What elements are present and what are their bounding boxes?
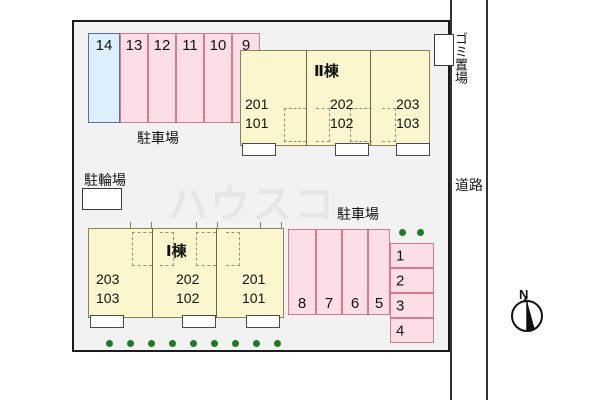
parking-stall-11[interactable]: 11 <box>176 33 204 123</box>
parking-stall-number: 13 <box>125 37 143 54</box>
unit-number-lower: 102 <box>330 114 354 131</box>
tree-dot <box>253 340 260 347</box>
road-strip <box>450 0 488 400</box>
building-2-unit-block: 201 101 <box>245 95 268 133</box>
building-2-stair-icon <box>284 108 306 142</box>
tree-dot <box>106 340 113 347</box>
unit-number-lower: 102 <box>176 289 200 306</box>
parking-stall-number: 3 <box>396 297 405 314</box>
building-2-unit-block: 202 102 <box>330 95 353 133</box>
parking-stall-4[interactable]: 4 <box>390 318 434 343</box>
building-2-wall-divider <box>306 50 307 146</box>
building-1-stair-icon <box>226 232 240 266</box>
building-1-unit-block: 201 101 <box>242 270 265 308</box>
parking-stall-14[interactable]: 14 <box>88 33 120 123</box>
tree-dot <box>190 340 197 347</box>
parking-stall-12[interactable]: 12 <box>148 33 176 123</box>
tree-dot <box>232 340 239 347</box>
building-1-stair-icon <box>160 232 174 266</box>
parking-stall-number: 4 <box>396 322 405 339</box>
building-1-roof-notch <box>130 222 152 229</box>
unit-number-upper: 201 <box>242 271 266 287</box>
bike-parking-box <box>82 188 122 210</box>
building-2: Ⅱ棟 201 101 202 102 203 103 <box>240 50 430 156</box>
building-2-stair-icon <box>350 108 372 142</box>
building-2-title: Ⅱ棟 <box>314 63 339 80</box>
parking-stall-10[interactable]: 10 <box>204 33 232 123</box>
building-2-stair-icon <box>316 108 330 142</box>
building-2-entrance <box>335 143 369 156</box>
unit-number-upper: 202 <box>176 271 200 287</box>
building-1-stair-icon <box>196 232 216 266</box>
parking-stall-5[interactable]: 5 <box>368 229 390 315</box>
parking-stall-number: 14 <box>95 37 113 54</box>
road-label: 道路 <box>455 177 483 193</box>
compass-rose: N <box>505 287 549 339</box>
building-1-unit-block: 202 102 <box>176 270 199 308</box>
building-1-title: Ⅰ棟 <box>166 243 187 260</box>
parking-stall-13[interactable]: 13 <box>120 33 148 123</box>
parking-stall-7[interactable]: 7 <box>316 229 342 315</box>
parking-stall-1[interactable]: 1 <box>390 243 434 268</box>
trash-area-label: ゴミ置場 <box>453 32 468 84</box>
tree-dot <box>274 340 281 347</box>
parking-label-top: 駐車場 <box>137 130 179 146</box>
parking-stall-number: 8 <box>297 295 307 312</box>
parking-stall-6[interactable]: 6 <box>342 229 368 315</box>
building-1-unit-block: 203 103 <box>96 270 119 308</box>
building-1: Ⅰ棟 203 103 202 102 201 101 <box>88 222 284 328</box>
tree-dot <box>148 340 155 347</box>
parking-stall-number: 9 <box>241 37 251 54</box>
unit-number-lower: 101 <box>245 114 269 131</box>
building-1-entrance <box>246 315 280 328</box>
unit-number-lower: 103 <box>96 289 120 306</box>
bike-parking-label: 駐輪場 <box>84 172 126 188</box>
parking-stall-number: 12 <box>153 37 171 54</box>
unit-number-upper: 201 <box>245 96 269 112</box>
watermark-text: ハウスコ <box>168 172 336 230</box>
unit-number-upper: 202 <box>330 96 354 112</box>
compass-north-label: N <box>519 287 529 302</box>
building-2-entrance <box>396 143 430 156</box>
parking-stall-3[interactable]: 3 <box>390 293 434 318</box>
tree-dot <box>211 340 218 347</box>
building-2-wall-divider <box>370 50 371 146</box>
building-1-outline <box>88 228 284 318</box>
building-1-wall-divider <box>152 228 153 318</box>
tree-dot <box>127 340 134 347</box>
tree-dot <box>417 229 424 236</box>
building-1-entrance <box>182 315 216 328</box>
parking-stall-number: 10 <box>209 37 227 54</box>
tree-dot <box>399 229 406 236</box>
tree-dot <box>169 340 176 347</box>
building-2-outline <box>240 50 430 146</box>
unit-number-upper: 203 <box>96 271 120 287</box>
building-1-roof-notch <box>260 222 282 229</box>
building-1-entrance <box>90 315 124 328</box>
parking-stall-8[interactable]: 8 <box>288 229 316 315</box>
parking-stall-number: 6 <box>350 295 360 312</box>
parking-stall-2[interactable]: 2 <box>390 268 434 293</box>
building-2-unit-block: 203 103 <box>396 95 419 133</box>
parking-stall-number: 5 <box>374 295 384 312</box>
parking-stall-number: 1 <box>396 247 405 264</box>
parking-stall-number: 2 <box>396 272 405 289</box>
parking-stall-number: 11 <box>182 37 198 54</box>
unit-number-upper: 203 <box>396 96 420 112</box>
parking-label-right: 駐車場 <box>337 206 379 222</box>
trash-area-box <box>434 34 454 66</box>
building-1-roof-notch <box>196 222 218 229</box>
building-2-stair-icon <box>382 108 396 142</box>
unit-number-lower: 101 <box>242 289 266 306</box>
building-1-stair-icon <box>132 232 152 266</box>
compass-icon <box>511 295 543 332</box>
unit-number-lower: 103 <box>396 114 420 131</box>
building-1-wall-divider <box>216 228 217 318</box>
building-2-entrance <box>242 143 276 156</box>
parking-stall-number: 7 <box>324 295 334 312</box>
